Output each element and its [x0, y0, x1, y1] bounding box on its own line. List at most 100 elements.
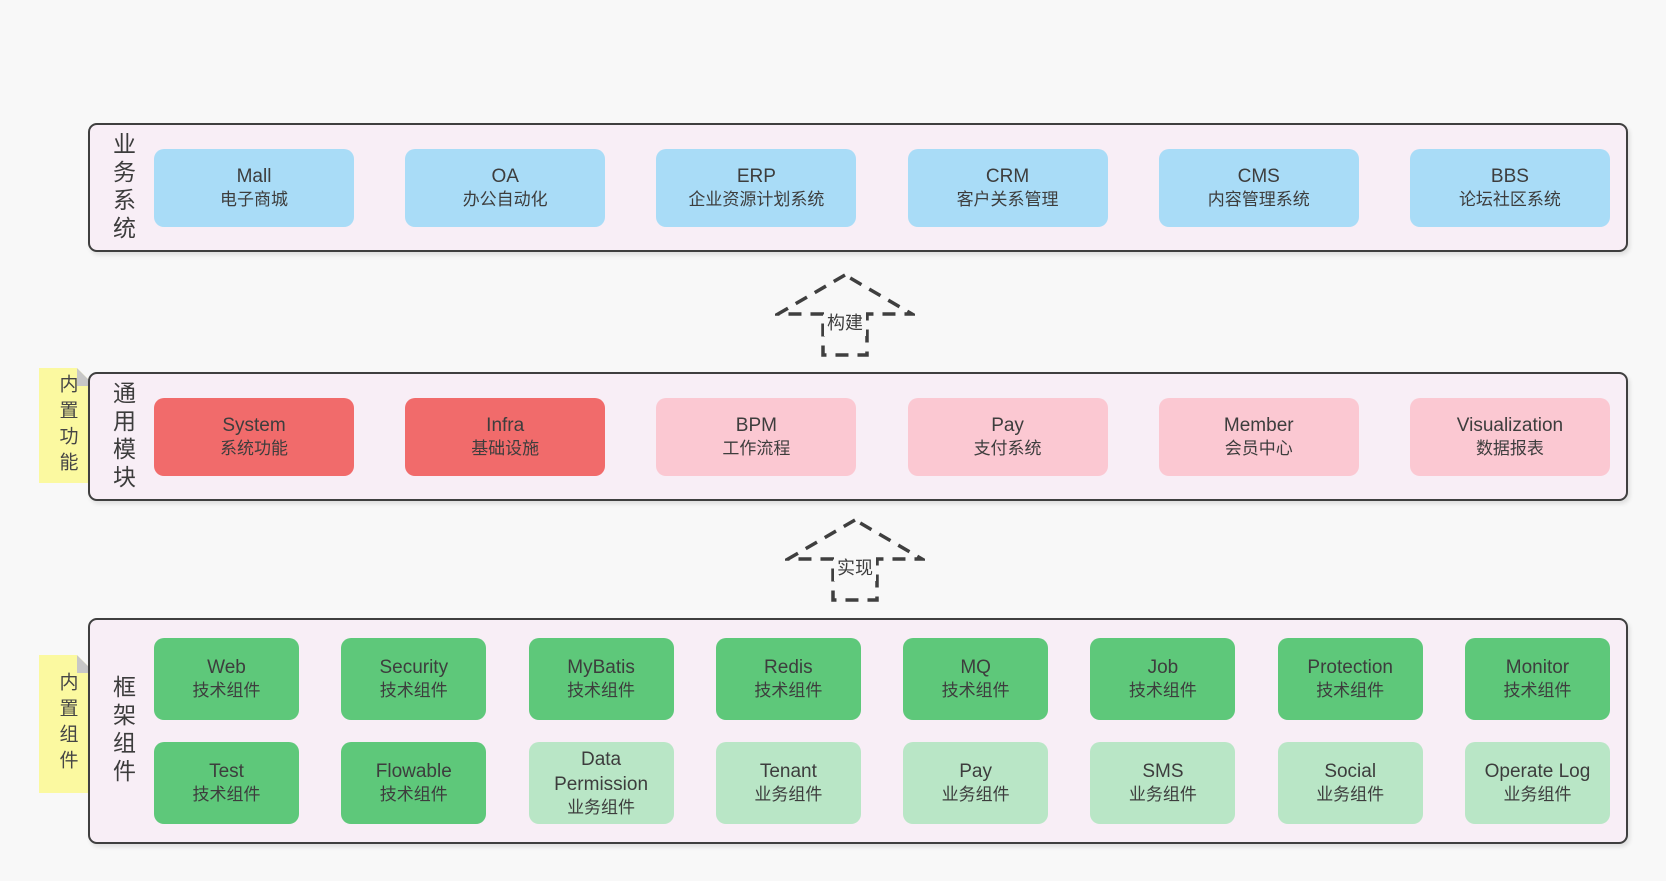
layer-common-modules: 通用模块 System 系统功能 Infra 基础设施 BPM 工作流程 Pay…	[88, 372, 1628, 501]
node-title: MyBatis	[567, 657, 635, 679]
node-title: BBS	[1490, 165, 1529, 187]
node-subtitle: 论坛社区系统	[1458, 189, 1561, 209]
node-subtitle: 技术组件	[1503, 681, 1572, 701]
node-title: Visualization	[1456, 414, 1564, 436]
node-title: Redis	[764, 657, 813, 679]
node-subtitle: 技术组件	[192, 681, 261, 701]
node-subtitle: 办公自动化	[462, 189, 548, 209]
sticky-note-built-in-functions: 内置功能	[39, 368, 95, 483]
node-subtitle: 业务组件	[1503, 785, 1572, 805]
node-operate-log: Operate Log 业务组件	[1464, 742, 1610, 824]
node-title: Monitor	[1505, 657, 1570, 679]
node-title: CMS	[1237, 165, 1280, 187]
node-subtitle: 数据报表	[1475, 438, 1544, 458]
node-bbs: BBS 论坛社区系统	[1409, 148, 1610, 227]
sticky-note-label: 内置功能	[56, 373, 78, 478]
arrow-label-implement: 实现	[834, 553, 876, 581]
node-subtitle: 技术组件	[192, 785, 261, 805]
node-subtitle: 内容管理系统	[1207, 189, 1310, 209]
node-title: Web	[207, 657, 246, 679]
node-title: System	[222, 414, 286, 436]
label-business-systems: 业务系统	[109, 131, 136, 244]
node-title: OA	[491, 165, 519, 187]
node-social: Social 业务组件	[1277, 742, 1423, 824]
node-infra: Infra 基础设施	[405, 397, 606, 476]
up-arrow-implement-icon: 实现	[785, 517, 925, 603]
node-subtitle: 技术组件	[1128, 681, 1197, 701]
node-title: Infra	[486, 414, 525, 436]
node-title: Data Permission	[554, 748, 649, 795]
label-common-modules: 通用模块	[109, 380, 136, 493]
node-title: Pay	[991, 414, 1024, 436]
node-title: Protection	[1307, 657, 1393, 679]
node-title: Operate Log	[1484, 761, 1591, 783]
node-subtitle: 业务组件	[1316, 785, 1385, 805]
node-erp: ERP 企业资源计划系统	[656, 148, 857, 227]
up-arrow-build-icon: 构建	[775, 272, 915, 358]
node-title: Tenant	[759, 761, 817, 783]
node-cms: CMS 内容管理系统	[1158, 148, 1359, 227]
node-subtitle: 技术组件	[379, 681, 448, 701]
node-subtitle: 基础设施	[471, 438, 540, 458]
node-subtitle: 支付系统	[973, 438, 1042, 458]
node-bpm: BPM 工作流程	[656, 397, 857, 476]
node-title: Mall	[236, 165, 272, 187]
node-subtitle: 客户关系管理	[956, 189, 1059, 209]
node-subtitle: 技术组件	[754, 681, 823, 701]
layer-business-systems: 业务系统 Mall 电子商城 OA 办公自动化 ERP 企业资源计划系统 CRM…	[88, 123, 1628, 252]
node-oa: OA 办公自动化	[405, 148, 606, 227]
node-subtitle: 系统功能	[220, 438, 288, 458]
node-title: SMS	[1142, 761, 1184, 783]
node-title: BPM	[735, 414, 777, 436]
node-title: Security	[379, 657, 449, 679]
node-title: ERP	[736, 165, 776, 187]
node-redis: Redis 技术组件	[715, 638, 861, 720]
node-protection: Protection 技术组件	[1277, 638, 1423, 720]
business-boxes-row: Mall 电子商城 OA 办公自动化 ERP 企业资源计划系统 CRM 客户关系…	[154, 125, 1626, 250]
node-subtitle: 技术组件	[941, 681, 1010, 701]
node-mall: Mall 电子商城	[154, 148, 354, 227]
node-title: Member	[1223, 414, 1294, 436]
components-grid: Web 技术组件 Security 技术组件 MyBatis 技术组件 Redi…	[154, 620, 1626, 842]
node-title: Test	[209, 761, 244, 783]
node-pay-component: Pay 业务组件	[903, 742, 1049, 824]
node-subtitle: 技术组件	[1316, 681, 1385, 701]
label-framework-components: 框架组件	[109, 675, 136, 787]
node-web: Web 技术组件	[154, 638, 299, 720]
node-subtitle: 业务组件	[567, 797, 636, 817]
node-title: Job	[1147, 657, 1179, 679]
node-flowable: Flowable 技术组件	[341, 742, 487, 824]
node-subtitle: 业务组件	[941, 785, 1010, 805]
node-pay: Pay 支付系统	[907, 397, 1108, 476]
node-monitor: Monitor 技术组件	[1464, 638, 1610, 720]
node-mybatis: MyBatis 技术组件	[528, 638, 674, 720]
node-subtitle: 企业资源计划系统	[688, 189, 825, 209]
node-security: Security 技术组件	[341, 638, 487, 720]
node-title: Social	[1324, 761, 1377, 783]
node-tenant: Tenant 业务组件	[715, 742, 861, 824]
node-title: Pay	[959, 761, 992, 783]
node-system: System 系统功能	[154, 397, 354, 476]
components-row-2: Test 技术组件 Flowable 技术组件 Data Permission …	[154, 742, 1610, 824]
node-subtitle: 技术组件	[379, 785, 448, 805]
node-data-permission: Data Permission 业务组件	[528, 742, 674, 824]
node-visualization: Visualization 数据报表	[1409, 397, 1610, 476]
node-subtitle: 业务组件	[1128, 785, 1197, 805]
node-subtitle: 工作流程	[722, 438, 791, 458]
node-subtitle: 技术组件	[567, 681, 636, 701]
node-mq: MQ 技术组件	[903, 638, 1049, 720]
node-subtitle: 会员中心	[1224, 438, 1293, 458]
node-title: MQ	[960, 657, 991, 679]
node-subtitle: 电子商城	[220, 189, 288, 209]
node-sms: SMS 业务组件	[1090, 742, 1236, 824]
sticky-note-built-in-components: 内置组件	[39, 655, 95, 793]
layer-framework-components: 框架组件 Web 技术组件 Security 技术组件 MyBatis 技术组件…	[88, 618, 1628, 844]
modules-boxes-row: System 系统功能 Infra 基础设施 BPM 工作流程 Pay 支付系统…	[154, 374, 1626, 499]
arrow-label-build: 构建	[824, 308, 866, 336]
node-title: CRM	[985, 165, 1030, 187]
node-title: Flowable	[375, 761, 452, 783]
node-crm: CRM 客户关系管理	[907, 148, 1108, 227]
node-member: Member 会员中心	[1158, 397, 1359, 476]
node-job: Job 技术组件	[1090, 638, 1236, 720]
